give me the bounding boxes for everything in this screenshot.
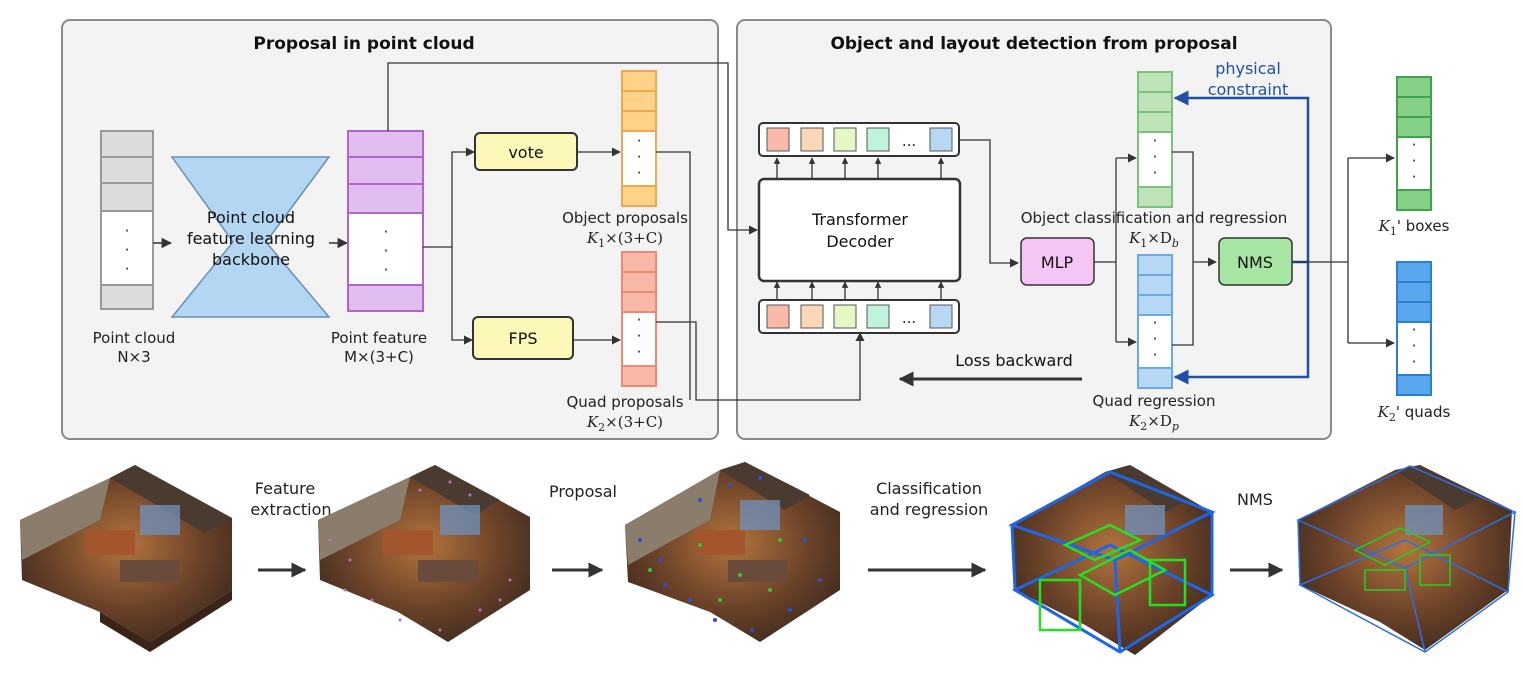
connector [1172,151,1194,346]
stack-dot: · [1412,136,1417,154]
token [833,127,857,152]
token-ellipsis: ... [902,132,916,150]
stack-dot: · [1412,353,1417,371]
point-feature-label: Point feature [331,329,427,347]
feature-to-decoder-arrow [387,62,758,235]
stack-dot: · [1153,346,1158,364]
stack-dot: · [1153,148,1158,166]
stack-dot: · [637,164,642,182]
room-render-final [1296,465,1517,653]
stack-dot: · [125,260,130,278]
point-feature-stack [347,130,424,312]
pipeline-step1-line: extraction [250,500,331,519]
token [800,127,824,152]
stack-dot: · [384,223,389,241]
stack-dot: · [637,327,642,345]
point-feature-dim: M×(3+C) [344,348,414,366]
vote-label: vote [508,143,543,162]
pipeline-step3-line: Classification [876,479,982,498]
mlp-label: MLP [1041,253,1074,272]
token-ellipsis: ... [902,309,916,327]
token [929,304,953,329]
proposals-to-tokens-arrow [656,321,865,401]
point-cloud-dim: N×3 [117,348,150,366]
quad-regression-dim: K2×Dp [1128,412,1179,433]
fps-box [472,316,574,360]
stack-dot: · [637,132,642,150]
connector [656,151,691,400]
token [866,304,890,329]
detection-panel-title: Object and layout detection from proposa… [830,34,1237,54]
fps-label: FPS [508,329,537,348]
quad-regression-label: Quad regression [1093,392,1216,410]
quad-proposals-stack [621,251,657,387]
backbone-shape [170,156,331,318]
object-classification-dim: K1×Db [1128,229,1179,250]
stack-dot: · [125,222,130,240]
quad-proposals-label: Quad proposals [566,393,683,411]
stack-dot: · [637,343,642,361]
output-quads-stack [1396,261,1432,396]
pipeline-step1-line: Feature [255,479,315,498]
stack-dot: · [1412,168,1417,186]
transformer-line: Decoder [826,232,894,251]
quad-regression-stack [1137,254,1173,389]
output-boxes-stack [1396,76,1432,211]
backbone-line: Point cloud [207,208,295,227]
proposal-panel-title: Proposal in point cloud [253,34,474,54]
object-regression-stack [1137,71,1173,208]
nms-label: NMS [1237,253,1273,272]
room-render-features [318,465,530,642]
quads-label: K2' quads [1377,403,1451,424]
physical-constraint-line: constraint [1208,80,1289,99]
token [766,127,790,152]
arrow [451,247,473,345]
token [866,127,890,152]
boxes-label: K1' boxes [1378,217,1450,238]
stack-dot: · [125,241,130,259]
stack-dot: · [637,148,642,166]
backbone-line: feature learning [187,229,315,248]
object-proposals-label: Object proposals [562,209,688,227]
stack-dot: · [1412,337,1417,355]
stack-dot: · [1153,132,1158,150]
pipeline-step4: NMS [1237,490,1273,509]
arrow [423,147,475,248]
pipeline-step3-line: and regression [870,500,989,519]
stack-dot: · [1412,152,1417,170]
stack-dot: · [1153,164,1158,182]
room-render-detections [1008,465,1216,655]
object-proposals-stack [621,70,657,207]
token [833,304,857,329]
point-cloud-label: Point cloud [93,329,176,347]
token [766,304,790,329]
object-proposals-dim: K1×(3+C) [586,229,663,250]
transformer-decoder-box [757,177,962,283]
transformer-line: Transformer [811,210,908,229]
point-cloud-stack [100,130,154,310]
stack-dot: · [637,311,642,329]
token [800,304,824,329]
physical-constraint-line: physical [1215,59,1281,78]
backbone-line: backbone [212,250,290,269]
room-render-proposals [625,462,840,642]
room-render-input [20,465,232,652]
stack-dot: · [1153,314,1158,332]
quad-proposals-dim: K2×(3+C) [586,413,663,434]
object-classification-label: Object classification and regression [1021,209,1288,227]
physical-constraint-arrow [1173,90,1310,262]
token [929,127,953,152]
stack-dot: · [1153,330,1158,348]
tokens-to-mlp-arrow [959,139,1019,268]
stack-dot: · [384,242,389,260]
pipeline-step2: Proposal [549,482,617,501]
stack-dot: · [384,261,389,279]
loss-backward-label: Loss backward [955,351,1073,370]
stack-dot: · [1412,321,1417,339]
